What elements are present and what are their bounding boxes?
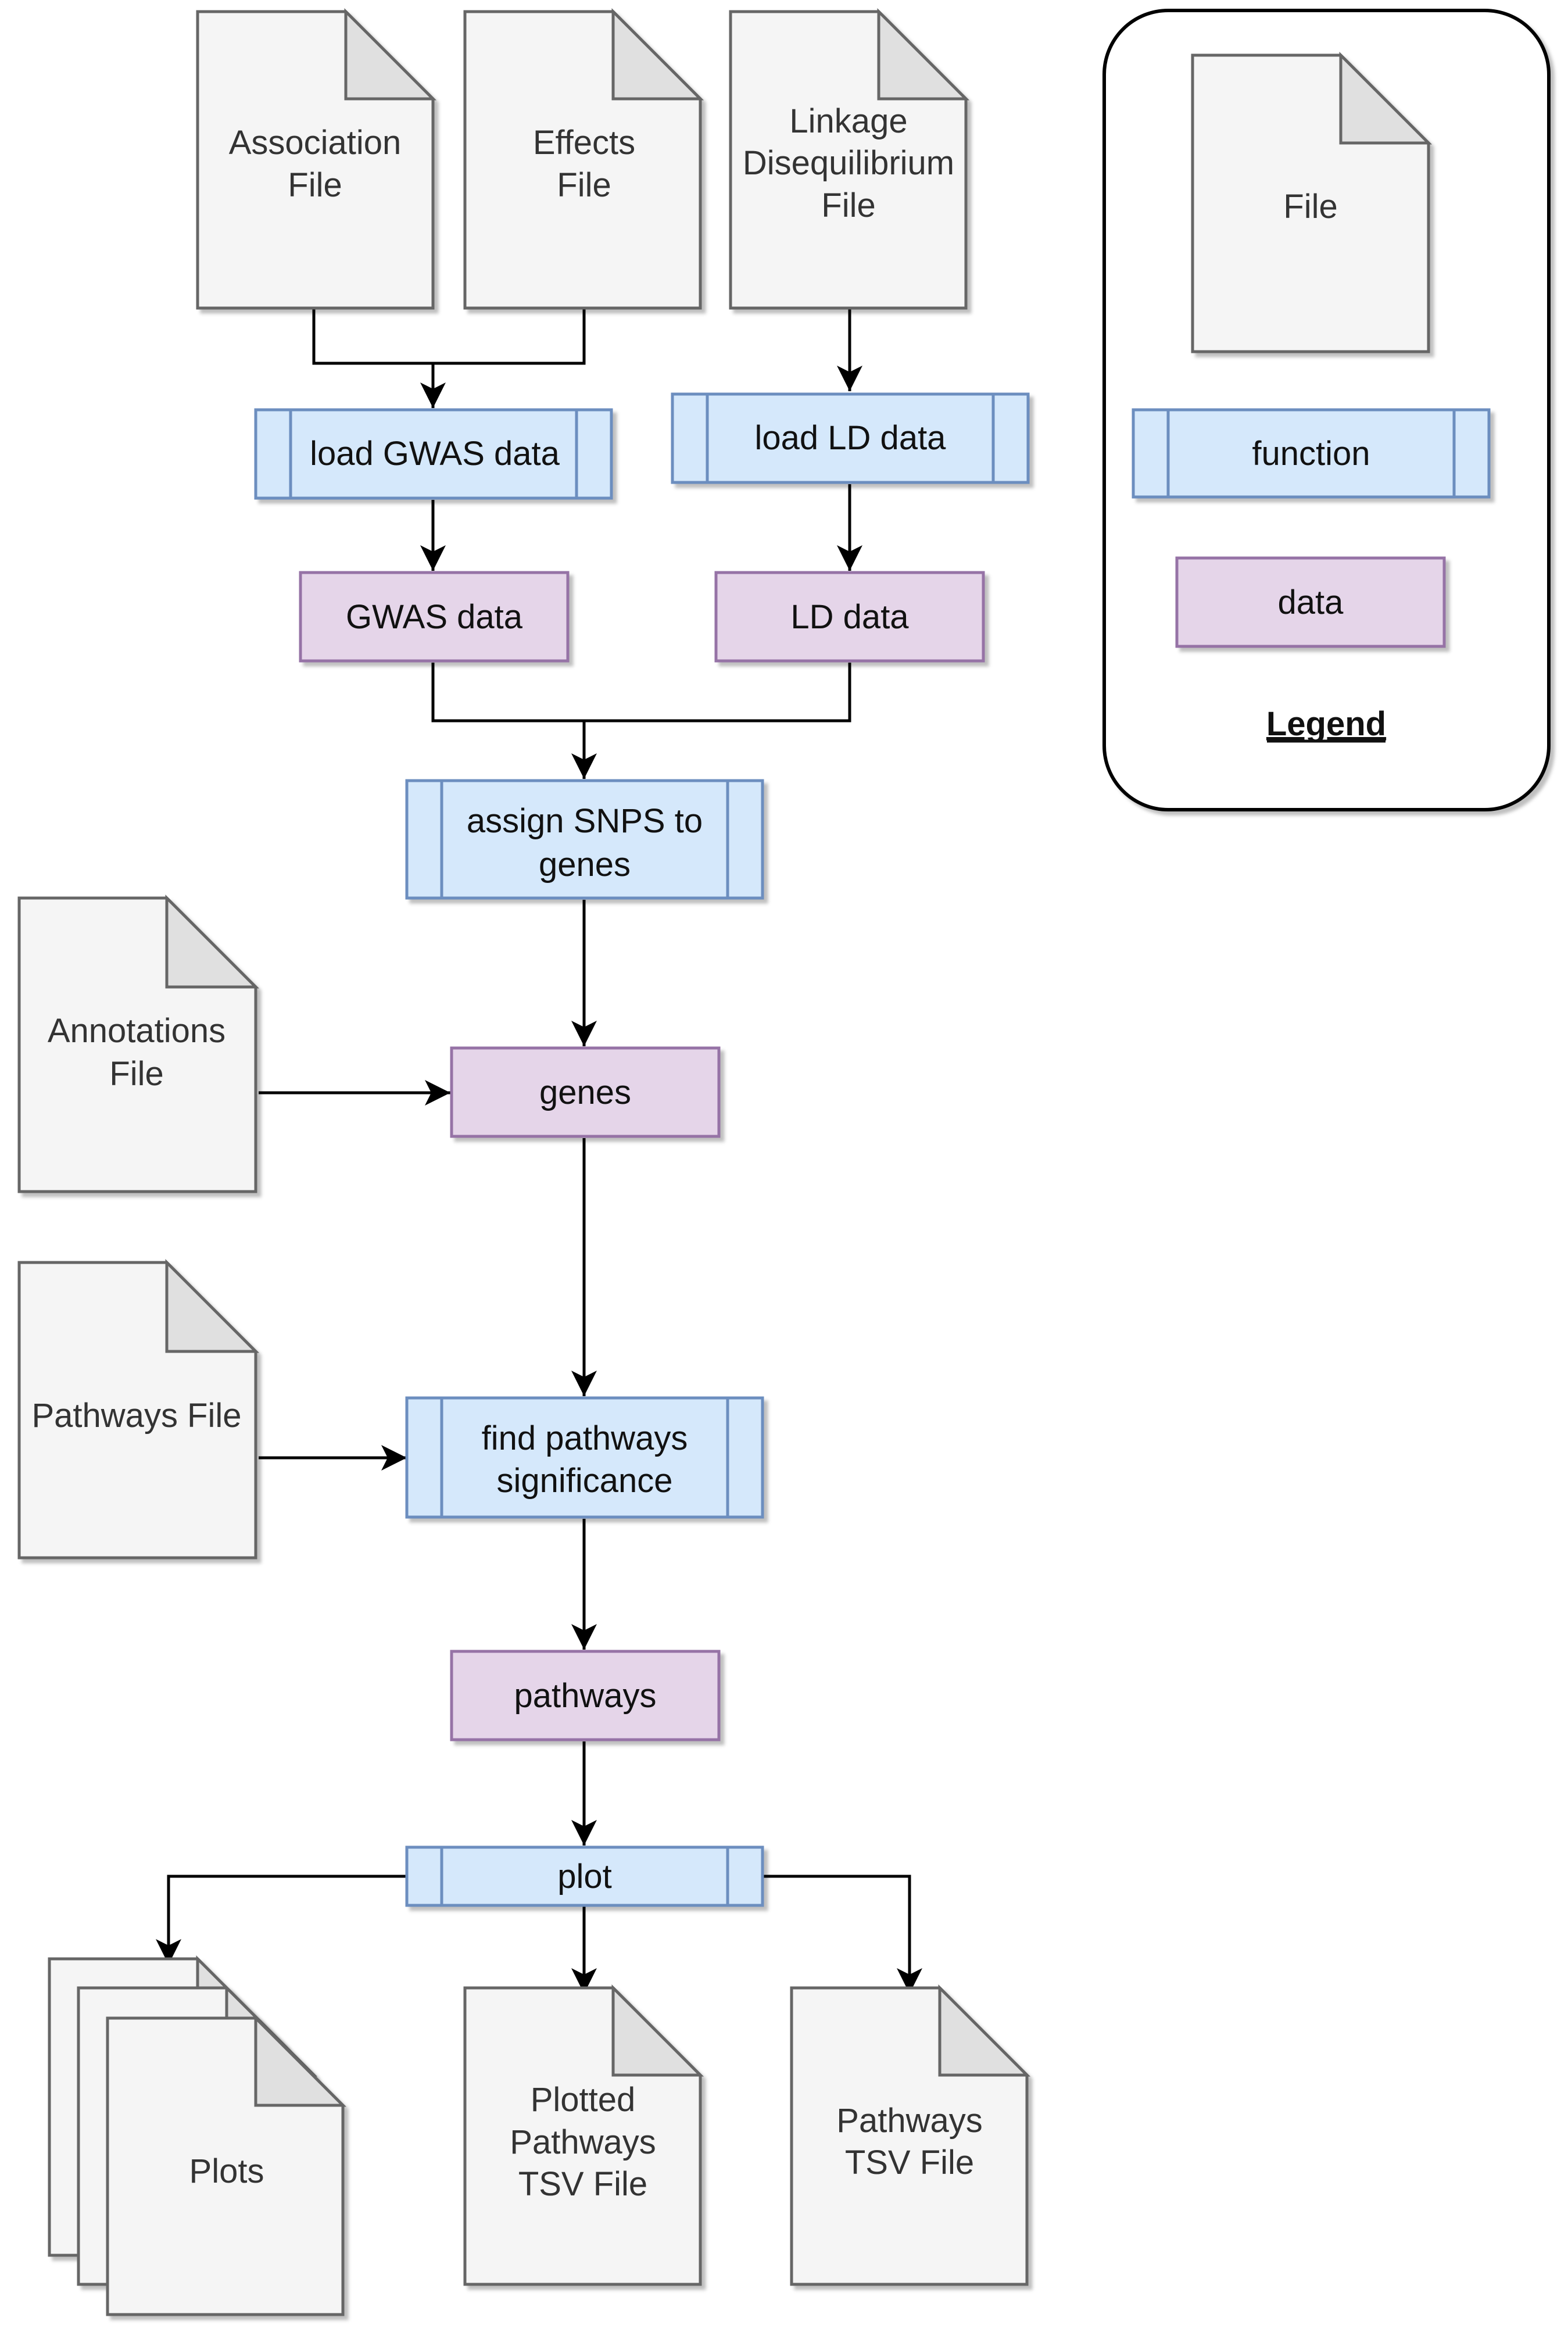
file-plotted-pathways-tsv: Plotted Pathways TSV File xyxy=(463,1984,704,2286)
file-plotted-label-line1: Plotted xyxy=(531,2081,636,2119)
file-pathways-label: Pathways File xyxy=(31,1397,241,1435)
data-ld: LD data xyxy=(714,571,985,663)
data-genes-label: genes xyxy=(539,1074,631,1111)
file-plotted-label-line3: TSV File xyxy=(518,2165,647,2203)
function-load-gwas-label: load GWAS data xyxy=(310,435,560,473)
function-plot-box xyxy=(405,1845,764,1907)
legend-title: Legend xyxy=(1266,705,1386,743)
function-assign-snps-label-line1: assign SNPS to xyxy=(467,802,703,840)
function-assign-snps: assign SNPS to genes xyxy=(405,779,764,900)
legend-file-fold xyxy=(1339,51,1433,145)
file-pathways-tsv-label-line1: Pathways xyxy=(836,2102,982,2140)
data-genes-box xyxy=(450,1046,721,1138)
file-linkage-label-line3: File xyxy=(821,187,875,224)
edge-association-to-load-gwas xyxy=(312,308,433,365)
data-pathways-label: pathways xyxy=(514,1677,656,1715)
file-linkage-label-line2: Disequilibrium xyxy=(743,144,954,182)
function-load-ld-box xyxy=(671,392,1030,484)
function-find-pathways-label-line2: significance xyxy=(496,1462,672,1500)
legend-function-box xyxy=(1132,408,1491,499)
file-linkage-fold xyxy=(877,8,970,101)
file-association-fold xyxy=(344,8,437,101)
file-annotations-fold xyxy=(165,894,260,989)
file-association: Association File xyxy=(196,8,437,310)
file-effects-label-line2: File xyxy=(557,166,611,204)
file-association-label-line1: Association xyxy=(229,124,402,162)
file-pathways-tsv: Pathways TSV File xyxy=(790,1984,1031,2286)
file-plots-fold-front xyxy=(254,2014,347,2107)
legend-data-label: data xyxy=(1278,584,1344,621)
file-effects: Effects File xyxy=(463,8,704,310)
function-load-gwas: load GWAS data xyxy=(254,408,613,500)
function-find-pathways-box xyxy=(405,1396,764,1519)
function-assign-snps-box xyxy=(405,779,764,900)
file-annotations: Annotations File xyxy=(17,894,260,1193)
legend-file-label: File xyxy=(1283,188,1337,226)
function-find-pathways: find pathways significance xyxy=(405,1396,764,1519)
legend-data-box xyxy=(1175,556,1446,648)
file-annotations-label-line1: Annotations xyxy=(48,1012,225,1050)
edge-gwas-data-to-assign xyxy=(431,663,584,723)
file-plotted-label-line2: Pathways xyxy=(510,2123,656,2161)
function-assign-snps-label-line2: genes xyxy=(539,846,631,884)
edge-plot-to-pathways-tsv xyxy=(762,1875,922,1994)
file-linkage-disequilibrium: Linkage Disequilibrium File xyxy=(729,8,970,310)
data-gwas-label: GWAS data xyxy=(346,598,523,636)
file-linkage-label-line1: Linkage xyxy=(789,102,907,140)
file-pathways: Pathways File xyxy=(17,1258,260,1560)
data-pathways: pathways xyxy=(450,1650,721,1741)
file-pathways-tsv-fold xyxy=(938,1984,1031,2077)
data-gwas: GWAS data xyxy=(299,571,570,663)
edges xyxy=(156,308,922,1994)
file-effects-fold xyxy=(611,8,704,101)
file-plots-label: Plots xyxy=(189,2152,264,2190)
edge-plot-to-plots xyxy=(156,1875,407,1965)
function-load-ld-label: load LD data xyxy=(755,419,947,457)
edge-ld-data-to-assign xyxy=(571,663,851,779)
function-plot-label: plot xyxy=(557,1858,612,1895)
function-plot: plot xyxy=(405,1845,764,1907)
data-pathways-box xyxy=(450,1650,721,1741)
file-plotted-fold xyxy=(611,1984,704,2077)
legend-function-label: function xyxy=(1252,435,1370,473)
legend: File function data Legend xyxy=(1102,9,1551,811)
data-ld-label: LD data xyxy=(790,598,909,636)
function-load-gwas-box xyxy=(254,408,613,500)
edge-effects-to-load-gwas xyxy=(420,308,586,408)
function-load-ld: load LD data xyxy=(671,392,1030,484)
data-gwas-box xyxy=(299,571,570,663)
file-pathways-tsv-label-line2: TSV File xyxy=(845,2144,974,2181)
file-effects-label-line1: Effects xyxy=(533,124,635,162)
function-find-pathways-label-line1: find pathways xyxy=(482,1419,688,1457)
file-association-label-line2: File xyxy=(288,166,342,204)
file-pathways-fold xyxy=(165,1258,260,1353)
data-ld-box xyxy=(714,571,985,663)
file-annotations-label-line2: File xyxy=(109,1055,163,1093)
data-genes: genes xyxy=(450,1046,721,1138)
file-plots-stack: Plots xyxy=(48,1955,347,2316)
